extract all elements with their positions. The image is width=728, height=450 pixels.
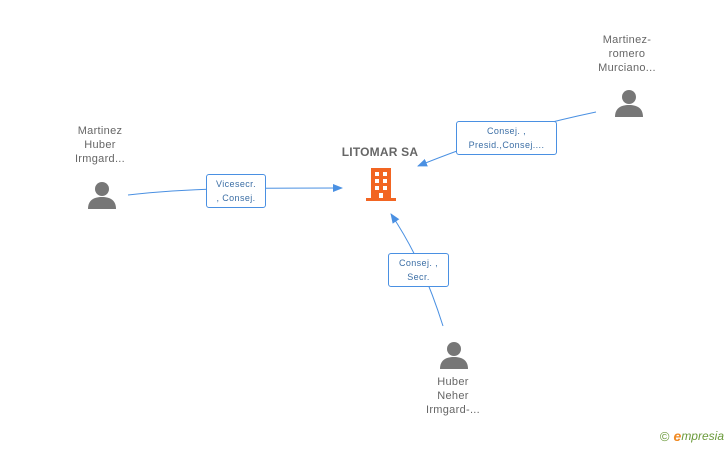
person-name-martinez-huber[interactable]: Martinez Huber Irmgard... [74,125,126,165]
relation-label-p1[interactable]: Vicesecr. , Consej. [206,174,266,208]
empresia-logo: © e mpresia [660,428,724,444]
company-name[interactable]: LITOMAR SA [341,145,419,159]
person-icon[interactable] [439,341,469,369]
relation-label-p3[interactable]: Consej. , Secr. [388,253,449,287]
copyright-icon: © [659,428,670,444]
person-name-huber-neher[interactable]: Huber Neher Irmgard-... [425,376,481,416]
building-icon[interactable] [364,166,398,202]
relation-label-p2[interactable]: Consej. , Presid.,Consej.... [456,121,557,155]
brand-text: mpresia [681,429,724,443]
person-name-martinez-romero[interactable]: Martinez- romero Murciano... [598,34,656,74]
person-icon[interactable] [614,89,644,117]
person-icon[interactable] [87,181,117,209]
brand-e: e [673,428,682,444]
